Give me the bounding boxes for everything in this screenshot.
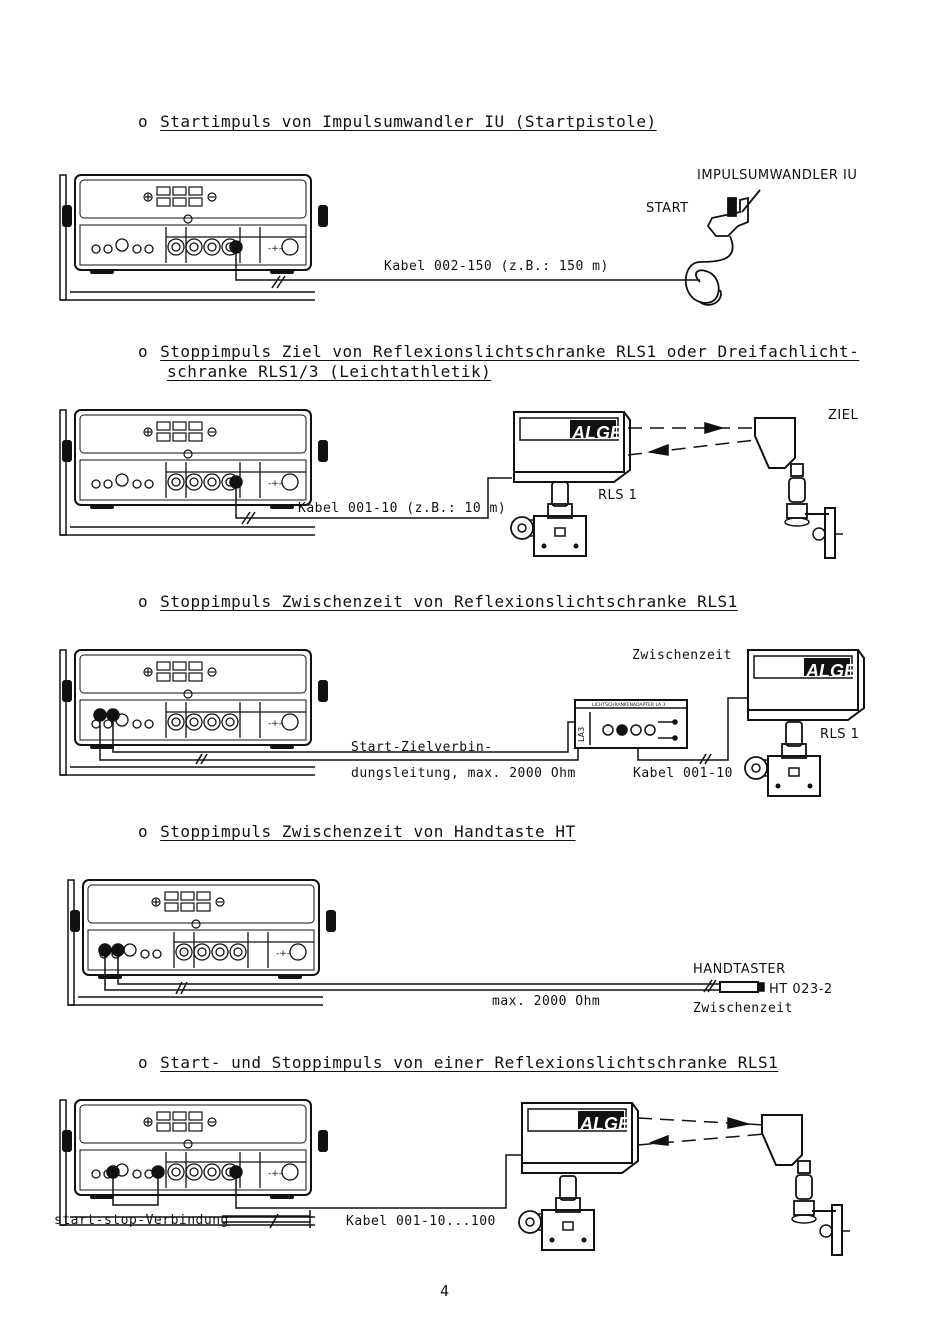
model-label: HT 023-2: [769, 982, 833, 997]
reflector-2: [754, 417, 844, 559]
heading-text: Startimpuls von Impulsumwandler IU (Star…: [160, 112, 657, 131]
heading-text: Stoppimpuls Zwischenzeit von Reflexionsl…: [160, 592, 738, 611]
connection-label-line1: Start-Zielverbin-: [351, 740, 493, 755]
heading-text: Start- und Stoppimpuls von einer Reflexi…: [160, 1053, 779, 1072]
brand-label-5: ALGE: [579, 1114, 631, 1134]
heading-section-2-line2: schranke RLS1/3 (Leichtathletik): [167, 362, 491, 381]
bullet: o: [138, 592, 149, 611]
pistol-icon: [684, 189, 761, 306]
cable-label-1: Kabel 002-150 (z.B.: 150 m): [384, 259, 609, 274]
zwischenzeit-label-3: Zwischenzeit: [632, 648, 732, 663]
page-number: 4: [440, 1282, 450, 1300]
cable-line-4: [98, 943, 720, 995]
zwischenzeit-label-4: Zwischenzeit: [693, 1001, 793, 1016]
adapter-la3: [574, 699, 688, 749]
adapter-side-label: LA3: [577, 727, 586, 742]
bullet: o: [138, 822, 149, 841]
cable-line-2: [229, 475, 512, 525]
timer-device-1: [59, 174, 329, 301]
device-name-label: IMPULSUMWANDLER IU: [697, 168, 858, 183]
timer-device-4: [67, 879, 337, 1006]
adapter-title: LICHTSCHRANKENADAPTER LA 3: [592, 702, 666, 708]
heading-section-2: o Stoppimpuls Ziel von Reflexionslichtsch…: [138, 342, 859, 361]
cable-label-5: Kabel 001-10...100: [346, 1214, 496, 1229]
heading-section-4: o Stoppimpuls Zwischenzeit von Handtaste …: [138, 822, 576, 841]
heading-text: Stoppimpuls Ziel von Reflexionslichtschr…: [160, 342, 860, 361]
handtaster-label: HANDTASTER: [693, 962, 786, 977]
start-stop-connection-label: start-stop-Verbindung: [54, 1213, 229, 1228]
cable-line-1: [229, 240, 700, 289]
heading-section-3: o Stoppimpuls Zwischenzeit von Reflexions…: [138, 592, 738, 611]
beam-arrows-2: [627, 421, 756, 456]
max-ohm-label: max. 2000 Ohm: [492, 994, 601, 1009]
cable-label-2: Kabel 001-10 (z.B.: 10 m): [298, 501, 507, 516]
brand-label-2: ALGE: [571, 423, 623, 443]
cable-label-3: Kabel 001-10: [633, 766, 733, 781]
rls-label-2: RLS 1: [598, 488, 638, 503]
hand-switch-icon: [703, 979, 765, 993]
heading-text-line2: schranke RLS1/3 (Leichtathletik): [167, 362, 492, 381]
timer-device-5: [59, 1099, 329, 1226]
timer-device-2: [59, 409, 329, 536]
connection-line-5: [106, 1154, 522, 1229]
heading-text: Stoppimpuls Zwischenzeit von Handtaste H…: [160, 822, 576, 841]
reflector-5: [761, 1114, 851, 1256]
connection-label-line2: dungsleitung, max. 2000 Ohm: [351, 766, 576, 781]
bullet: o: [138, 342, 149, 361]
heading-section-1: o Startimpuls von Impulsumwandler IU (Sta…: [138, 112, 657, 131]
bullet: o: [138, 112, 149, 131]
rls-label-3: RLS 1: [820, 727, 860, 742]
start-label: START: [646, 201, 689, 216]
bullet: o: [138, 1053, 149, 1072]
brand-label-3: ALGE: [805, 661, 857, 681]
beam-arrows-5: [637, 1116, 766, 1146]
ziel-label: ZIEL: [828, 408, 859, 423]
heading-section-5: o Start- und Stoppimpuls von einer Reflex…: [138, 1053, 778, 1072]
